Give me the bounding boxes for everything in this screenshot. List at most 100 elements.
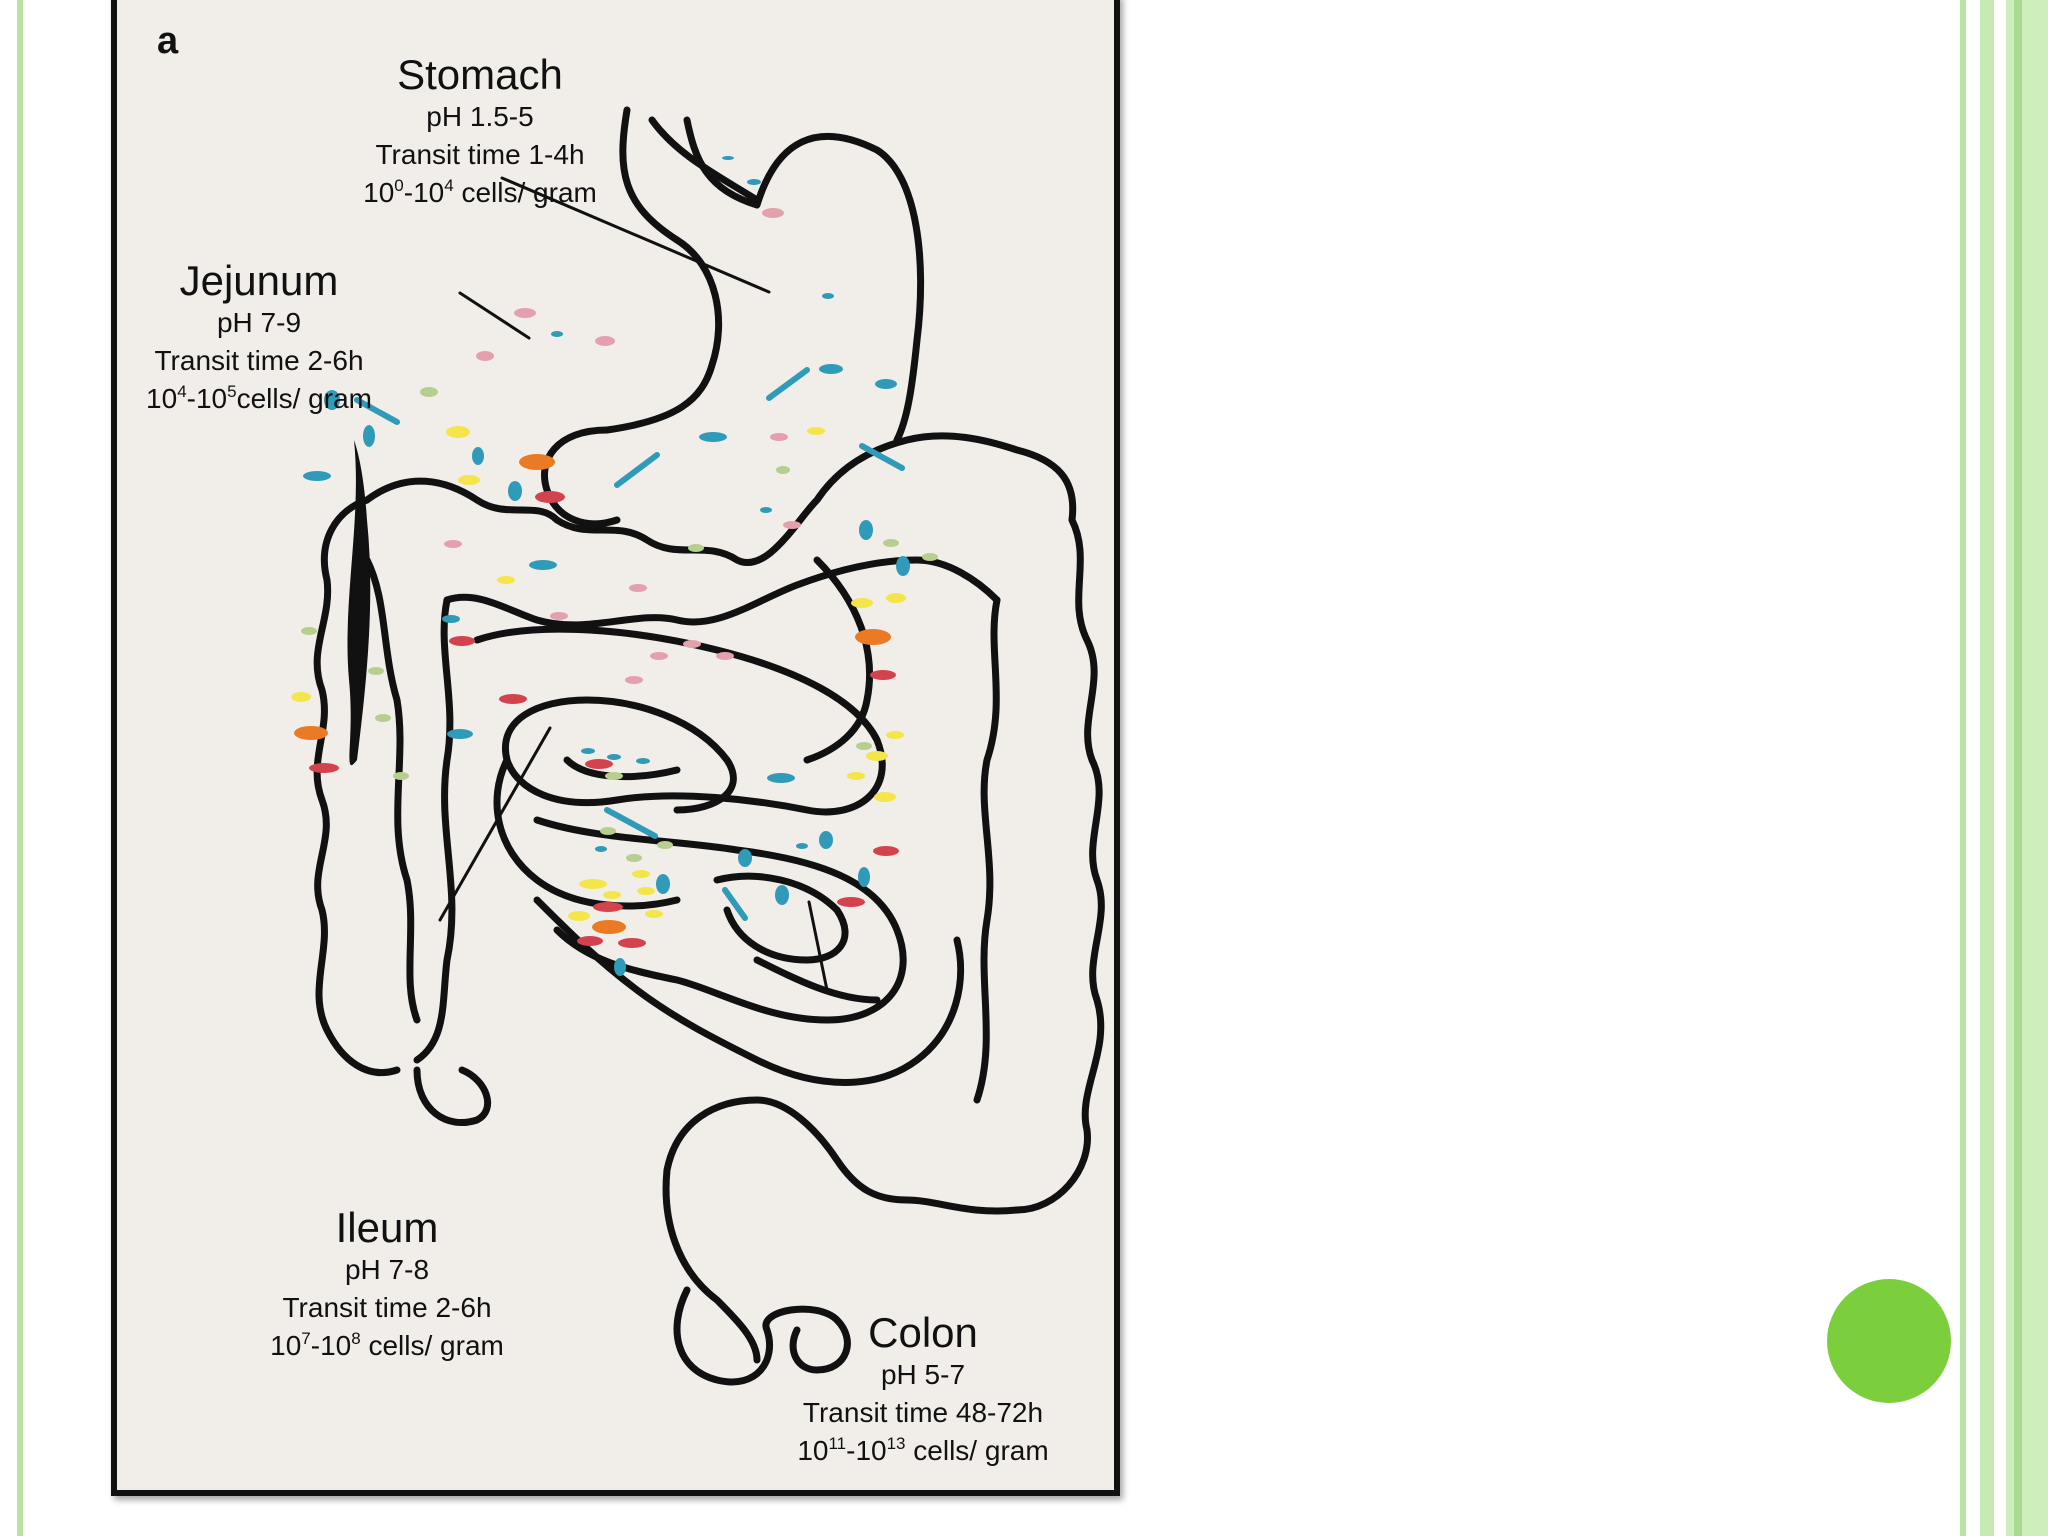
bacterium	[847, 772, 865, 780]
jejunum-label: Jejunum pH 7-9 Transit time 2-6h 104-105…	[129, 258, 389, 418]
bacterium	[837, 897, 865, 907]
colon-leader-line	[807, 900, 829, 992]
ileum-label: Ileum pH 7-8 Transit time 2-6h 107-108 c…	[262, 1205, 512, 1365]
stomach-transit-time: Transit time 1-4h	[375, 139, 585, 170]
ileocecal-fold	[363, 556, 421, 1024]
small-intestine-loop-3	[583, 696, 737, 814]
bacterium	[775, 885, 789, 905]
bacterium	[629, 584, 647, 592]
bacterium	[368, 667, 384, 675]
ascending-colon-fold	[347, 440, 371, 766]
bacterium	[796, 843, 808, 849]
slide-border-right-inner	[1960, 0, 1966, 1536]
slide-border-left	[17, 0, 23, 1536]
bacterium	[618, 938, 646, 948]
bacterium	[592, 920, 626, 934]
small-intestine-loop-4	[713, 872, 849, 964]
transverse-colon-bottom	[443, 556, 1001, 629]
bacterium	[444, 540, 462, 548]
green-circle-decoration	[1827, 1279, 1951, 1403]
bacterium	[896, 556, 910, 576]
bacterium	[645, 910, 663, 918]
bacterium	[636, 758, 650, 764]
jejunum-leader-line	[458, 291, 531, 340]
bacterium	[637, 887, 655, 895]
bacterium	[770, 433, 788, 441]
bacterium	[519, 454, 555, 470]
bacterium	[577, 936, 603, 946]
rod-bacterium	[722, 887, 748, 921]
bacterium	[883, 539, 899, 547]
bacterium	[819, 364, 843, 374]
ileum-ph: pH 7-8	[344, 1254, 430, 1285]
rod-bacterium	[354, 397, 400, 425]
small-intestine-loop-6	[493, 756, 681, 910]
bacterium	[866, 751, 888, 761]
bacterium	[472, 447, 484, 465]
colon-label: Colon pH 5-7 Transit time 48-72h 1011-10…	[773, 1310, 1073, 1470]
ileum-name: Ileum	[335, 1204, 439, 1251]
jejunum-name: Jejunum	[179, 257, 339, 304]
bacterium	[324, 390, 340, 410]
bacterium	[683, 640, 701, 648]
bacterium	[303, 471, 331, 481]
bacterium	[393, 772, 409, 780]
bacterium	[595, 846, 607, 852]
bacterium	[551, 331, 563, 337]
bacterium	[497, 576, 515, 584]
slide-border-right-middle	[1980, 0, 1994, 1536]
bacterium	[535, 491, 565, 503]
bacterium	[856, 742, 872, 750]
bacterium	[762, 208, 784, 218]
ileum-leader-line	[438, 726, 552, 922]
bacterium	[625, 676, 643, 684]
bacterium	[375, 714, 391, 722]
bacterium	[449, 636, 475, 646]
bacterium	[593, 902, 623, 912]
stomach-outline	[603, 106, 723, 434]
jejunum-ph: pH 7-9	[216, 307, 302, 338]
rod-bacterium	[614, 452, 660, 488]
bacterium	[447, 729, 473, 739]
bacterium	[529, 560, 557, 570]
bacterium	[886, 731, 904, 739]
rod-bacterium	[766, 367, 810, 401]
gut-microbiota-figure: a Stomach pH 1.5-5 Transit time 1-4h 100…	[111, 0, 1120, 1496]
bacterium	[650, 652, 668, 660]
bacterium	[458, 475, 480, 485]
bacterium	[767, 773, 795, 783]
bacterium	[858, 867, 870, 887]
bacterium	[632, 870, 650, 878]
bacterium	[579, 879, 607, 889]
bacterium	[807, 427, 825, 435]
bacterium	[870, 670, 896, 680]
panel-letter: a	[157, 20, 179, 62]
colon-name: Colon	[868, 1309, 978, 1356]
bacterium	[886, 593, 906, 603]
bacterium	[716, 652, 734, 660]
rod-bacteria-group	[354, 367, 905, 921]
descending-colon-inner	[973, 596, 1001, 1104]
stomach-outline-outer	[683, 116, 925, 444]
bacterium	[476, 351, 494, 361]
ileum-transit-time: Transit time 2-6h	[282, 1292, 492, 1323]
jejunum-start	[541, 426, 621, 528]
bacterium	[699, 432, 727, 442]
bacterium	[657, 841, 673, 849]
rod-bacterium	[604, 807, 658, 839]
jejunum-cell-density: 104-105cells/ gram	[146, 382, 372, 414]
bacterium	[595, 336, 615, 346]
bacterium	[291, 692, 311, 702]
bacterium	[294, 726, 328, 740]
bacterium	[508, 481, 522, 501]
bacterium	[851, 598, 873, 608]
sigmoid-colon	[662, 1096, 1021, 1364]
bacterium	[855, 629, 891, 645]
small-intestine-loop-9	[753, 956, 881, 1004]
jejunum-transit-time: Transit time 2-6h	[154, 345, 364, 376]
bacterium	[363, 425, 375, 447]
small-intestine-loop-2	[533, 816, 907, 1024]
bacterium	[688, 544, 704, 552]
bacterium	[301, 627, 317, 635]
rectum-loop	[673, 1286, 851, 1386]
